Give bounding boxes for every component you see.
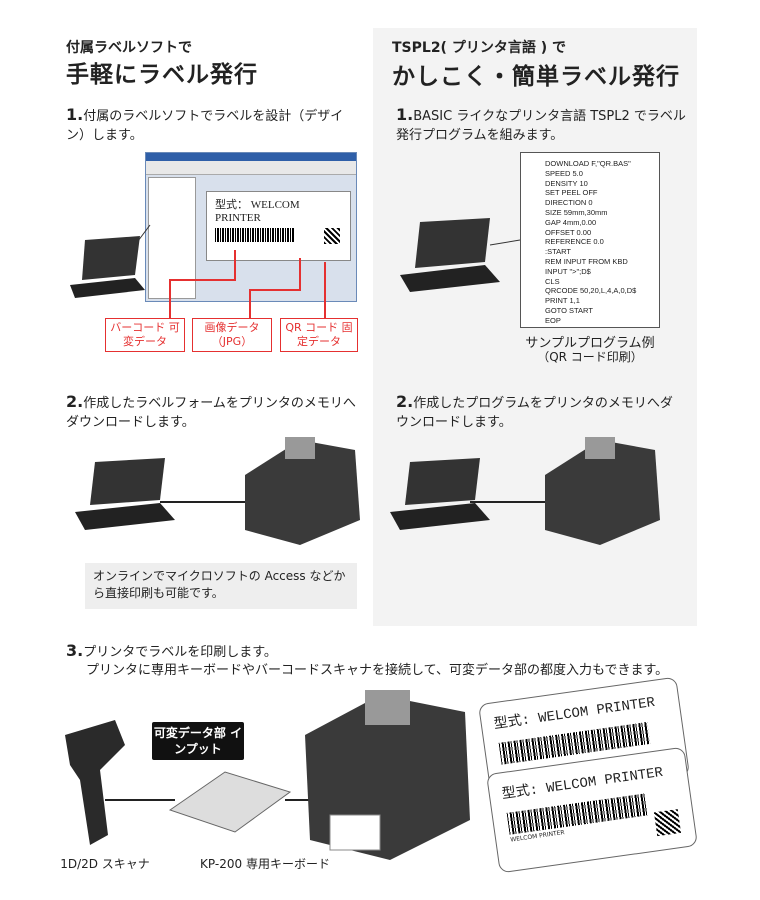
qr-code	[653, 809, 682, 837]
step-text: 付属のラベルソフトでラベルを設計（デザイン）します。	[66, 109, 344, 143]
input-badge: 可変データ部 インプット	[152, 722, 244, 760]
code-line: DIRECTION 0	[545, 198, 593, 208]
code-line: REFERENCE 0.0	[545, 237, 604, 247]
keyboard-label: KP-200 専用キーボード	[200, 857, 330, 871]
code-line: PRINT 1,1	[545, 296, 580, 306]
left-subtitle: 付属ラベルソフトで	[66, 40, 192, 56]
code-line: SET PEEL OFF	[545, 188, 598, 198]
callout-qr: QR コード 固定データ	[280, 318, 358, 352]
printer-icon	[545, 437, 660, 545]
barcode	[215, 228, 295, 242]
right-step1: 1.BASIC ライクなプリンタ言語 TSPL2 でラベル発行プログラムを組みま…	[396, 105, 686, 145]
step-number: 2.	[396, 392, 414, 411]
right-title: かしこく・簡単ラベル発行	[392, 64, 680, 90]
toolbar	[146, 161, 356, 175]
code-caption: サンプルプログラム例	[525, 336, 655, 351]
step3-line2: プリンタに専用キーボードやバーコードスキャナを接続して、可変データ部の都度入力も…	[86, 663, 669, 678]
laptop-icon	[70, 236, 145, 298]
label-preview: 型式： WELCOM PRINTER	[206, 191, 351, 261]
step-number: 3.	[66, 641, 84, 660]
step-text: BASIC ライクなプリンタ言語 TSPL2 でラベル発行プログラムを組みます。	[396, 109, 686, 143]
callout-barcode: バーコード 可変データ	[105, 318, 185, 352]
code-line: QRCODE 50,20,L,4,A,0,D$	[545, 286, 637, 296]
code-line: OFFSET 0.00	[545, 227, 592, 237]
left-title: 手軽にラベル発行	[66, 62, 258, 88]
right-step2: 2.作成したプログラムをプリンタのメモリへダウンロードします。	[396, 392, 676, 432]
right-subtitle: TSPL2( プリンタ言語 ) で	[392, 40, 566, 56]
step-number: 1.	[396, 105, 414, 124]
code-line: CLS	[545, 276, 560, 286]
printer-icon	[305, 690, 470, 860]
step-text: プリンタでラベルを印刷します。	[83, 645, 277, 660]
code-line: REM INPUT FROM KBD	[545, 256, 628, 266]
label-software-window: 型式： WELCOM PRINTER	[145, 152, 357, 302]
tree-pane	[148, 177, 196, 299]
scanner-label: 1D/2D スキャナ	[60, 857, 150, 871]
laptop-icon	[400, 218, 500, 292]
step-number: 2.	[66, 392, 84, 411]
code-line: SPEED 5.0	[545, 168, 583, 178]
window-titlebar	[146, 153, 356, 161]
laptop-icon	[390, 458, 490, 530]
step-text: 作成したラベルフォームをプリンタのメモリへダウンロードします。	[66, 396, 356, 430]
step-number: 1.	[66, 105, 84, 124]
step3-line1: 3.プリンタでラベルを印刷します。	[66, 641, 277, 662]
access-note: オンラインでマイクロソフトの Access などから直接印刷も可能です。	[85, 563, 357, 609]
code-line: EOP	[545, 315, 561, 325]
left-step1: 1.付属のラベルソフトでラベルを設計（デザイン）します。	[66, 105, 356, 145]
label-preview-text: 型式： WELCOM PRINTER	[215, 199, 300, 224]
printer-icon	[245, 437, 360, 545]
code-line: DOWNLOAD F,"QR.BAS"	[545, 159, 631, 168]
code-line: :START	[545, 247, 571, 257]
code-caption-sub: （QR コード印刷）	[537, 350, 643, 364]
laptop-icon	[75, 458, 175, 530]
code-line: INPUT ">";D$	[545, 266, 591, 276]
code-line: GAP 4mm,0.00	[545, 217, 597, 227]
code-line: DENSITY 10	[545, 178, 588, 188]
callout-image: 画像データ （JPG）	[192, 318, 272, 352]
code-line: SIZE 59mm,30mm	[545, 207, 608, 217]
step-text: 作成したプログラムをプリンタのメモリへダウンロードします。	[396, 396, 673, 430]
code-line: GOTO START	[545, 305, 593, 315]
barcode-scanner-icon	[65, 720, 125, 845]
left-step2: 2.作成したラベルフォームをプリンタのメモリへダウンロードします。	[66, 392, 356, 432]
keyboard-icon	[168, 771, 292, 833]
qr-code	[324, 228, 340, 244]
